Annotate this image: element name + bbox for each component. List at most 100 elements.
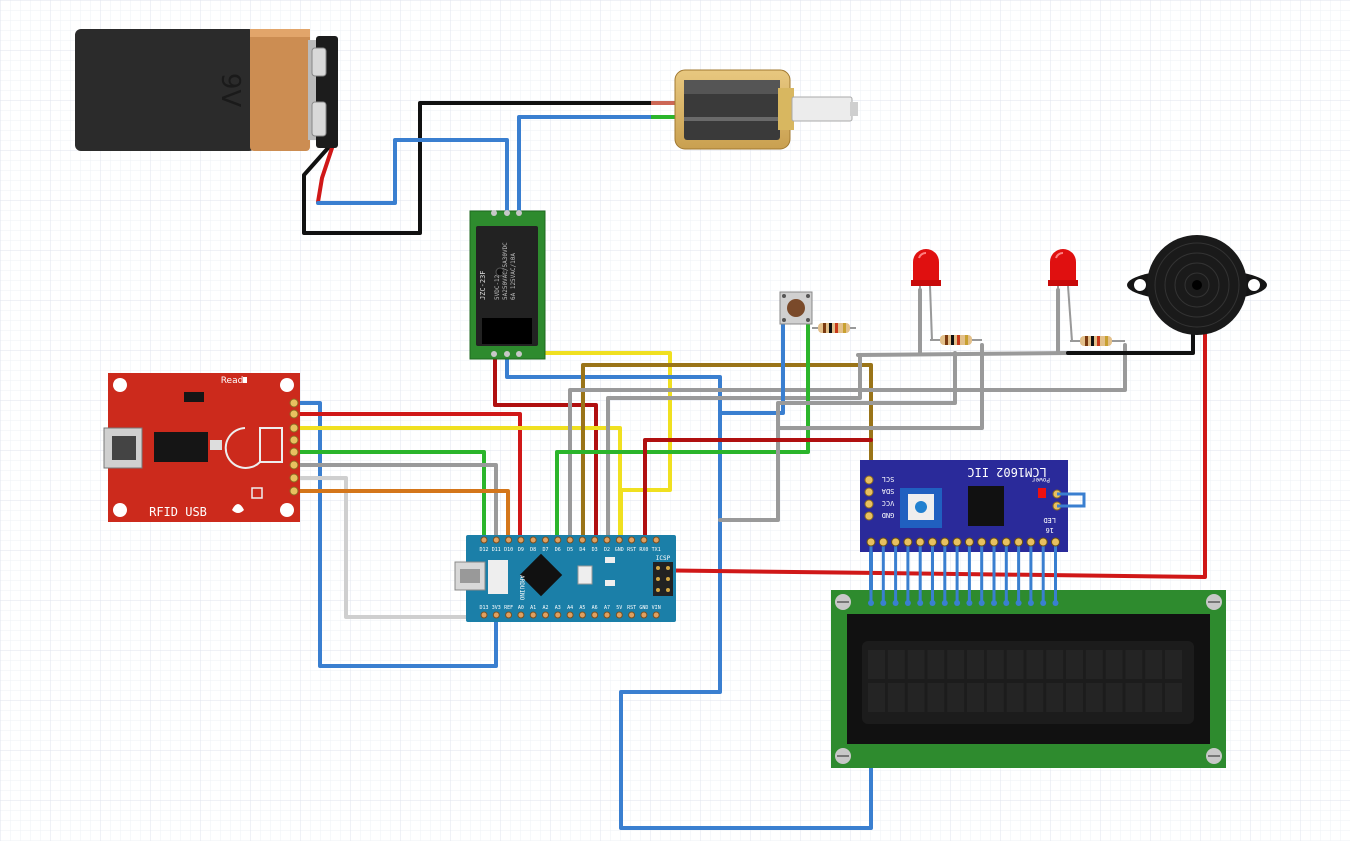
lcd-cell [887, 683, 905, 712]
lcd-cell [1165, 683, 1182, 712]
arduino-top-pin-label: D3 [592, 547, 598, 553]
i2c-header-pin [1038, 537, 1048, 547]
lcd-header-pin [917, 600, 924, 606]
lcd-cell [1125, 683, 1143, 712]
lcd-header-pin [941, 600, 948, 606]
i2c-pin [864, 499, 874, 509]
lcd-header-pin [868, 600, 874, 606]
piezo-buzzer [1127, 235, 1267, 335]
i2c-header-pin [866, 537, 876, 547]
arduino-bottom-pin [542, 611, 549, 619]
relay-rating-1: 5VDC-12 [494, 274, 501, 300]
arduino-bottom-pin-label: GND [639, 605, 648, 611]
arduino-bottom-pin-label: A1 [530, 605, 536, 611]
wire-gray-led [568, 343, 1127, 617]
wire-red-rfid [295, 412, 522, 542]
arduino-top-pin-label: D10 [504, 547, 513, 553]
arduino-top-pin [628, 536, 636, 544]
i2c-header-pin [989, 537, 999, 547]
lcd-cell [1026, 683, 1044, 712]
wire-blue-relay-solenoid [517, 115, 653, 215]
arduino-bottom-pin-label: 5V [616, 605, 622, 611]
lcd-header-pin [978, 600, 985, 606]
i2c-header-pin [1001, 537, 1011, 547]
arduino-bottom-pin [591, 611, 599, 619]
lcd-cell [1006, 650, 1024, 679]
lcd-cell [1006, 683, 1024, 712]
lcd-cell [1046, 650, 1064, 679]
lcd-header-pin [966, 600, 973, 606]
lcd-cell [1066, 650, 1083, 679]
lcd-header-pin [1003, 600, 1010, 606]
arduino-bottom-pin [652, 611, 660, 619]
i2c-pin [864, 511, 874, 521]
push-button[interactable] [779, 291, 813, 325]
lcd-cell [947, 650, 965, 679]
lcd-cell [1165, 650, 1182, 679]
i2c-header-pin [940, 537, 950, 547]
lcd-cell [967, 650, 984, 679]
i2c-number: 16 [1046, 526, 1054, 534]
lcd-header-pin [1052, 600, 1059, 606]
arduino-bottom-pin-label: 3V3 [492, 605, 501, 611]
arduino-top-pin [480, 536, 488, 544]
wire-darkred-relay [493, 355, 598, 542]
i2c-led-label: LED [1043, 516, 1056, 524]
lcd-cell [967, 683, 984, 712]
arduino-bottom-pin-label: D13 [479, 605, 488, 611]
lcd-cell [986, 683, 1004, 712]
arduino-top-pin-label: TX1 [652, 547, 661, 553]
i2c-title: LCM1602 IIC [967, 465, 1046, 479]
arduino-top-pin [640, 536, 648, 544]
wire-white-rfid [295, 476, 486, 619]
arduino-bottom-pin [517, 611, 525, 619]
lcd-cell [907, 683, 925, 712]
arduino-bottom-pin [505, 611, 513, 619]
arduino-bottom-pin [554, 611, 562, 619]
lcd-cell [1125, 650, 1143, 679]
led-red-2 [1048, 249, 1078, 342]
lcd-cell [1046, 683, 1064, 712]
arduino-top-pin [591, 536, 599, 544]
arduino-board-text: ARDUINO [518, 575, 525, 601]
arduino-top-pin [542, 536, 549, 544]
wire-gray-gnd2 [776, 351, 957, 430]
arduino-bottom-pin-label: A5 [579, 605, 585, 611]
arduino-bottom-pin-label: A7 [604, 605, 610, 611]
i2c-header-pin [1026, 537, 1036, 547]
i2c-header-pin [928, 537, 937, 547]
lcd-header-pin [991, 600, 997, 606]
lcd-cell [927, 683, 945, 712]
lcd-header-pin [904, 600, 911, 606]
i2c-header-pin [1014, 537, 1024, 547]
rfid-title: RFID USB [149, 505, 207, 519]
arduino-top-pin [492, 536, 500, 544]
arduino-bottom-pin [628, 611, 636, 619]
i2c-header-pin [915, 537, 925, 547]
battery-label: 9V [215, 73, 245, 108]
arduino-bottom-pin-label: A3 [555, 605, 561, 611]
relay-model: JZC-23F [479, 270, 487, 300]
i2c-header-pin [1051, 537, 1060, 547]
lcd-cell [1105, 650, 1123, 679]
resistor-led-1 [930, 335, 982, 345]
i2c-pin-label: SDA [881, 487, 894, 495]
arduino-top-pin-label: D4 [579, 547, 585, 553]
arduino-top-pin [529, 536, 537, 544]
i2c-pin-label: SCL [882, 475, 895, 483]
arduino-bottom-pin-label: A2 [542, 605, 548, 611]
wire-battery-red [316, 146, 334, 204]
lcd-cell [907, 650, 925, 679]
i2c-pin [864, 475, 874, 485]
relay-rating-3: 6A 125VAC/10A [510, 253, 517, 300]
wire-green-button [555, 323, 810, 542]
lcd-cell [927, 650, 945, 679]
lcd-header-pin [929, 600, 936, 606]
wire-orange-rfid [295, 489, 510, 542]
arduino-top-pin [603, 536, 611, 544]
